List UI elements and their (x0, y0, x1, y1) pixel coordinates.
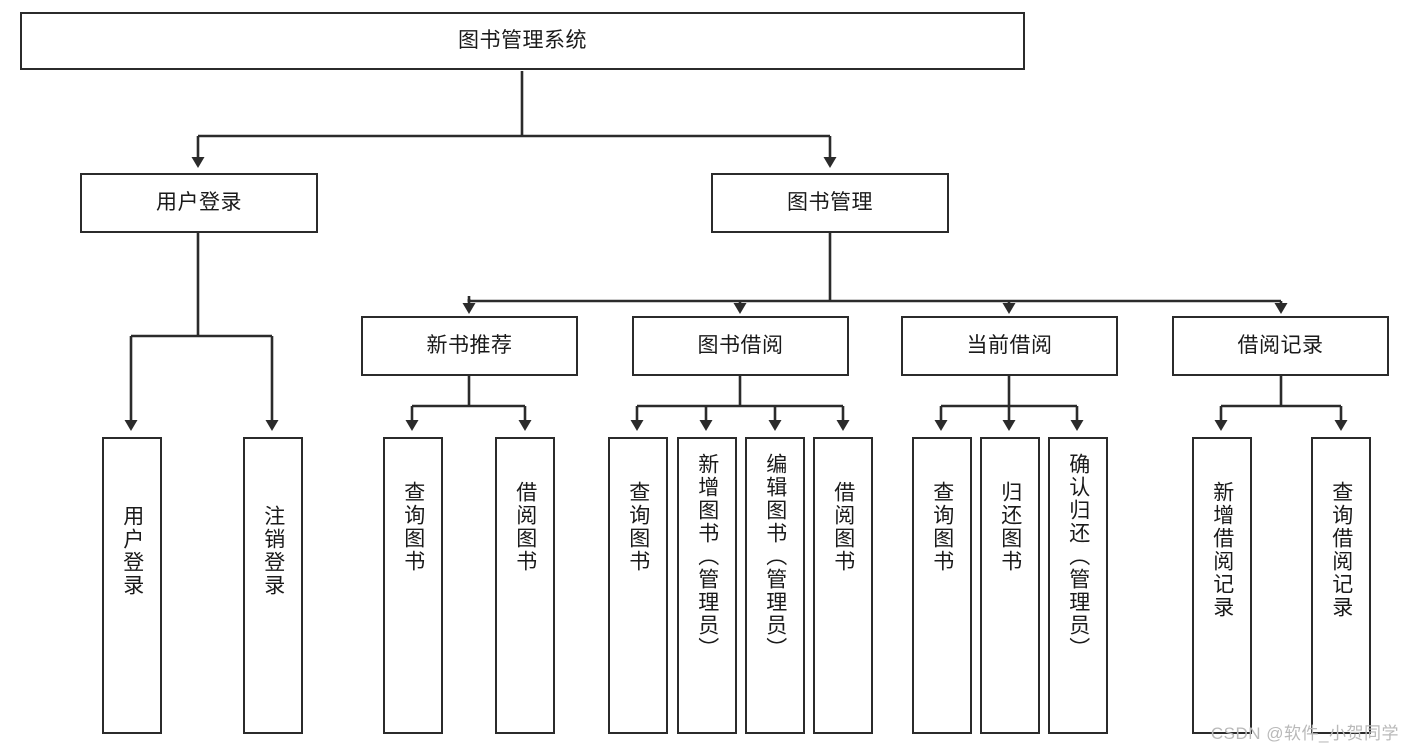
node-user-login[interactable]: 用户登录 (80, 173, 318, 233)
leaf-add-book-admin-label: 新增图书（管理员） (695, 453, 719, 660)
leaf-add-borrow-record-label: 新增借阅记录 (1210, 481, 1234, 619)
leaf-query-book-borrow[interactable]: 查询图书 (608, 437, 668, 734)
node-borrow-record-label: 借阅记录 (1237, 334, 1324, 358)
leaf-add-borrow-record[interactable]: 新增借阅记录 (1192, 437, 1252, 734)
leaf-query-borrow-record[interactable]: 查询借阅记录 (1311, 437, 1371, 734)
node-root-label: 图书管理系统 (458, 29, 587, 53)
leaf-query-book-recommend-label: 查询图书 (401, 481, 425, 573)
leaf-borrow-book-recommend-label: 借阅图书 (513, 481, 537, 573)
leaf-return-book[interactable]: 归还图书 (980, 437, 1040, 734)
leaf-edit-book-admin-label: 编辑图书（管理员） (763, 453, 787, 660)
leaf-user-login-label: 用户登录 (120, 505, 144, 597)
leaf-confirm-return-admin-label: 确认归还（管理员） (1066, 453, 1090, 660)
node-book-management-label: 图书管理 (787, 191, 873, 215)
leaf-query-book-current[interactable]: 查询图书 (912, 437, 972, 734)
node-book-management[interactable]: 图书管理 (711, 173, 949, 233)
leaf-logout-label: 注销登录 (261, 505, 285, 597)
node-current-borrow[interactable]: 当前借阅 (901, 316, 1118, 376)
leaf-confirm-return-admin[interactable]: 确认归还（管理员） (1048, 437, 1108, 734)
leaf-query-book-current-label: 查询图书 (930, 481, 954, 573)
node-book-borrow-label: 图书借阅 (697, 334, 784, 358)
leaf-borrow-book-label: 借阅图书 (831, 481, 855, 573)
node-borrow-record[interactable]: 借阅记录 (1172, 316, 1389, 376)
leaf-query-borrow-record-label: 查询借阅记录 (1329, 481, 1353, 619)
csdn-watermark: CSDN @软件_小贺同学 (1210, 724, 1399, 743)
node-new-book-recommend[interactable]: 新书推荐 (361, 316, 578, 376)
leaf-query-book-recommend[interactable]: 查询图书 (383, 437, 443, 734)
node-current-borrow-label: 当前借阅 (966, 334, 1053, 358)
node-user-login-label: 用户登录 (156, 191, 242, 215)
leaf-user-login[interactable]: 用户登录 (102, 437, 162, 734)
node-book-borrow[interactable]: 图书借阅 (632, 316, 849, 376)
leaf-logout[interactable]: 注销登录 (243, 437, 303, 734)
leaf-return-book-label: 归还图书 (998, 481, 1022, 573)
leaf-borrow-book[interactable]: 借阅图书 (813, 437, 873, 734)
node-new-book-recommend-label: 新书推荐 (426, 334, 513, 358)
leaf-borrow-book-recommend[interactable]: 借阅图书 (495, 437, 555, 734)
leaf-edit-book-admin[interactable]: 编辑图书（管理员） (745, 437, 805, 734)
leaf-add-book-admin[interactable]: 新增图书（管理员） (677, 437, 737, 734)
leaf-query-book-borrow-label: 查询图书 (626, 481, 650, 573)
node-root[interactable]: 图书管理系统 (20, 12, 1025, 70)
